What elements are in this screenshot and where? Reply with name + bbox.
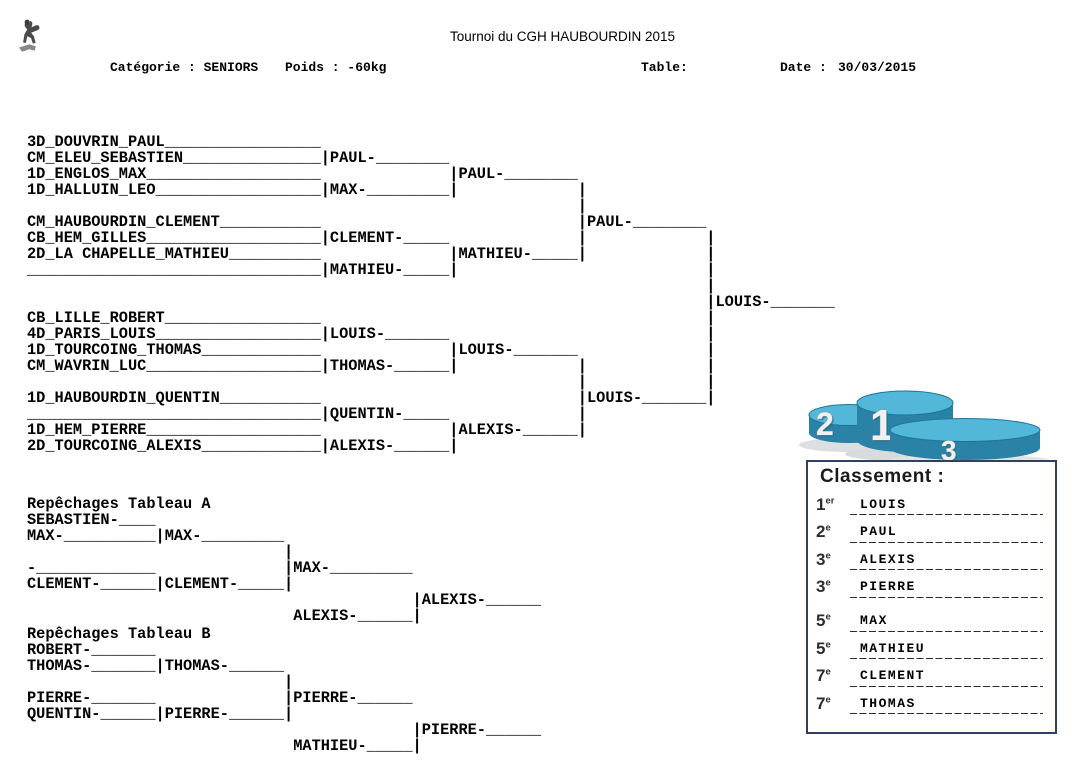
classement-row: 1er LOUIS xyxy=(816,488,1043,516)
date-label: Date : xyxy=(780,60,827,75)
classement-box: Classement : 1er LOUIS 2e PAUL 3e ALEXIS… xyxy=(806,460,1057,734)
rank-ordinal: 3e xyxy=(816,577,831,596)
classement-row: 3e PIERRE xyxy=(816,571,1043,598)
page-title: Tournoi du CGH HAUBOURDIN 2015 xyxy=(449,29,676,44)
rank-ordinal: 2e xyxy=(816,522,831,541)
rank-name: PIERRE xyxy=(850,579,1043,598)
rank-name: MAX xyxy=(850,613,1043,632)
classement-row: 2e PAUL xyxy=(816,516,1043,543)
repechage-a-bracket: Repêchages Tableau A SEBASTIEN-____ MAX-… xyxy=(27,495,542,625)
weight-label: Poids : -60kg xyxy=(285,60,387,75)
podium-number-1: 1 xyxy=(870,401,894,450)
classement-row: 7e CLEMENT xyxy=(816,660,1043,687)
rank-ordinal: 1er xyxy=(816,494,835,514)
rank-name: ALEXIS xyxy=(850,551,1043,571)
rank-name: CLEMENT xyxy=(850,668,1043,687)
classement-row: 5e MAX xyxy=(816,605,1043,632)
podium-number-2: 2 xyxy=(816,406,834,442)
classement-row: 7e THOMAS xyxy=(816,687,1043,715)
rank-ordinal: 7e xyxy=(816,693,831,713)
podium-step-3: 3 3 xyxy=(889,418,1041,468)
rank-name: THOMAS xyxy=(850,695,1043,715)
date-value: 30/03/2015 xyxy=(838,60,917,75)
rank-name: PAUL xyxy=(850,524,1043,543)
club-logo-icon xyxy=(14,18,44,59)
rank-ordinal: 7e xyxy=(816,666,831,685)
rank-name: MATHIEU xyxy=(850,640,1043,660)
rank-ordinal: 3e xyxy=(816,549,831,569)
rank-ordinal: 5e xyxy=(816,638,831,658)
classement-row: 5e MATHIEU xyxy=(816,632,1043,660)
svg-text:3: 3 xyxy=(943,437,959,467)
classement-row: 3e ALEXIS xyxy=(816,543,1043,571)
podium-step-2: 2 2 xyxy=(808,404,890,444)
rank-ordinal: 5e xyxy=(816,611,831,630)
podium-number-3: 3 xyxy=(941,435,957,466)
podium-graphic: 2 2 1 1 3 3 xyxy=(798,386,1054,468)
svg-text:2: 2 xyxy=(818,408,836,444)
rank-name: LOUIS xyxy=(850,496,1043,516)
category-label: Catégorie : SENIORS xyxy=(110,60,259,75)
classement-title: Classement : xyxy=(820,466,945,487)
classement-rows: 1er LOUIS 2e PAUL 3e ALEXIS 3e PIERRE 5e… xyxy=(816,488,1043,715)
repechage-b-bracket: Repêchages Tableau B ROBERT-_______ THOM… xyxy=(27,625,542,755)
main-bracket: 3D_DOUVRIN_PAUL_________________ CM_ELEU… xyxy=(27,133,835,455)
table-label: Table: xyxy=(641,60,688,75)
